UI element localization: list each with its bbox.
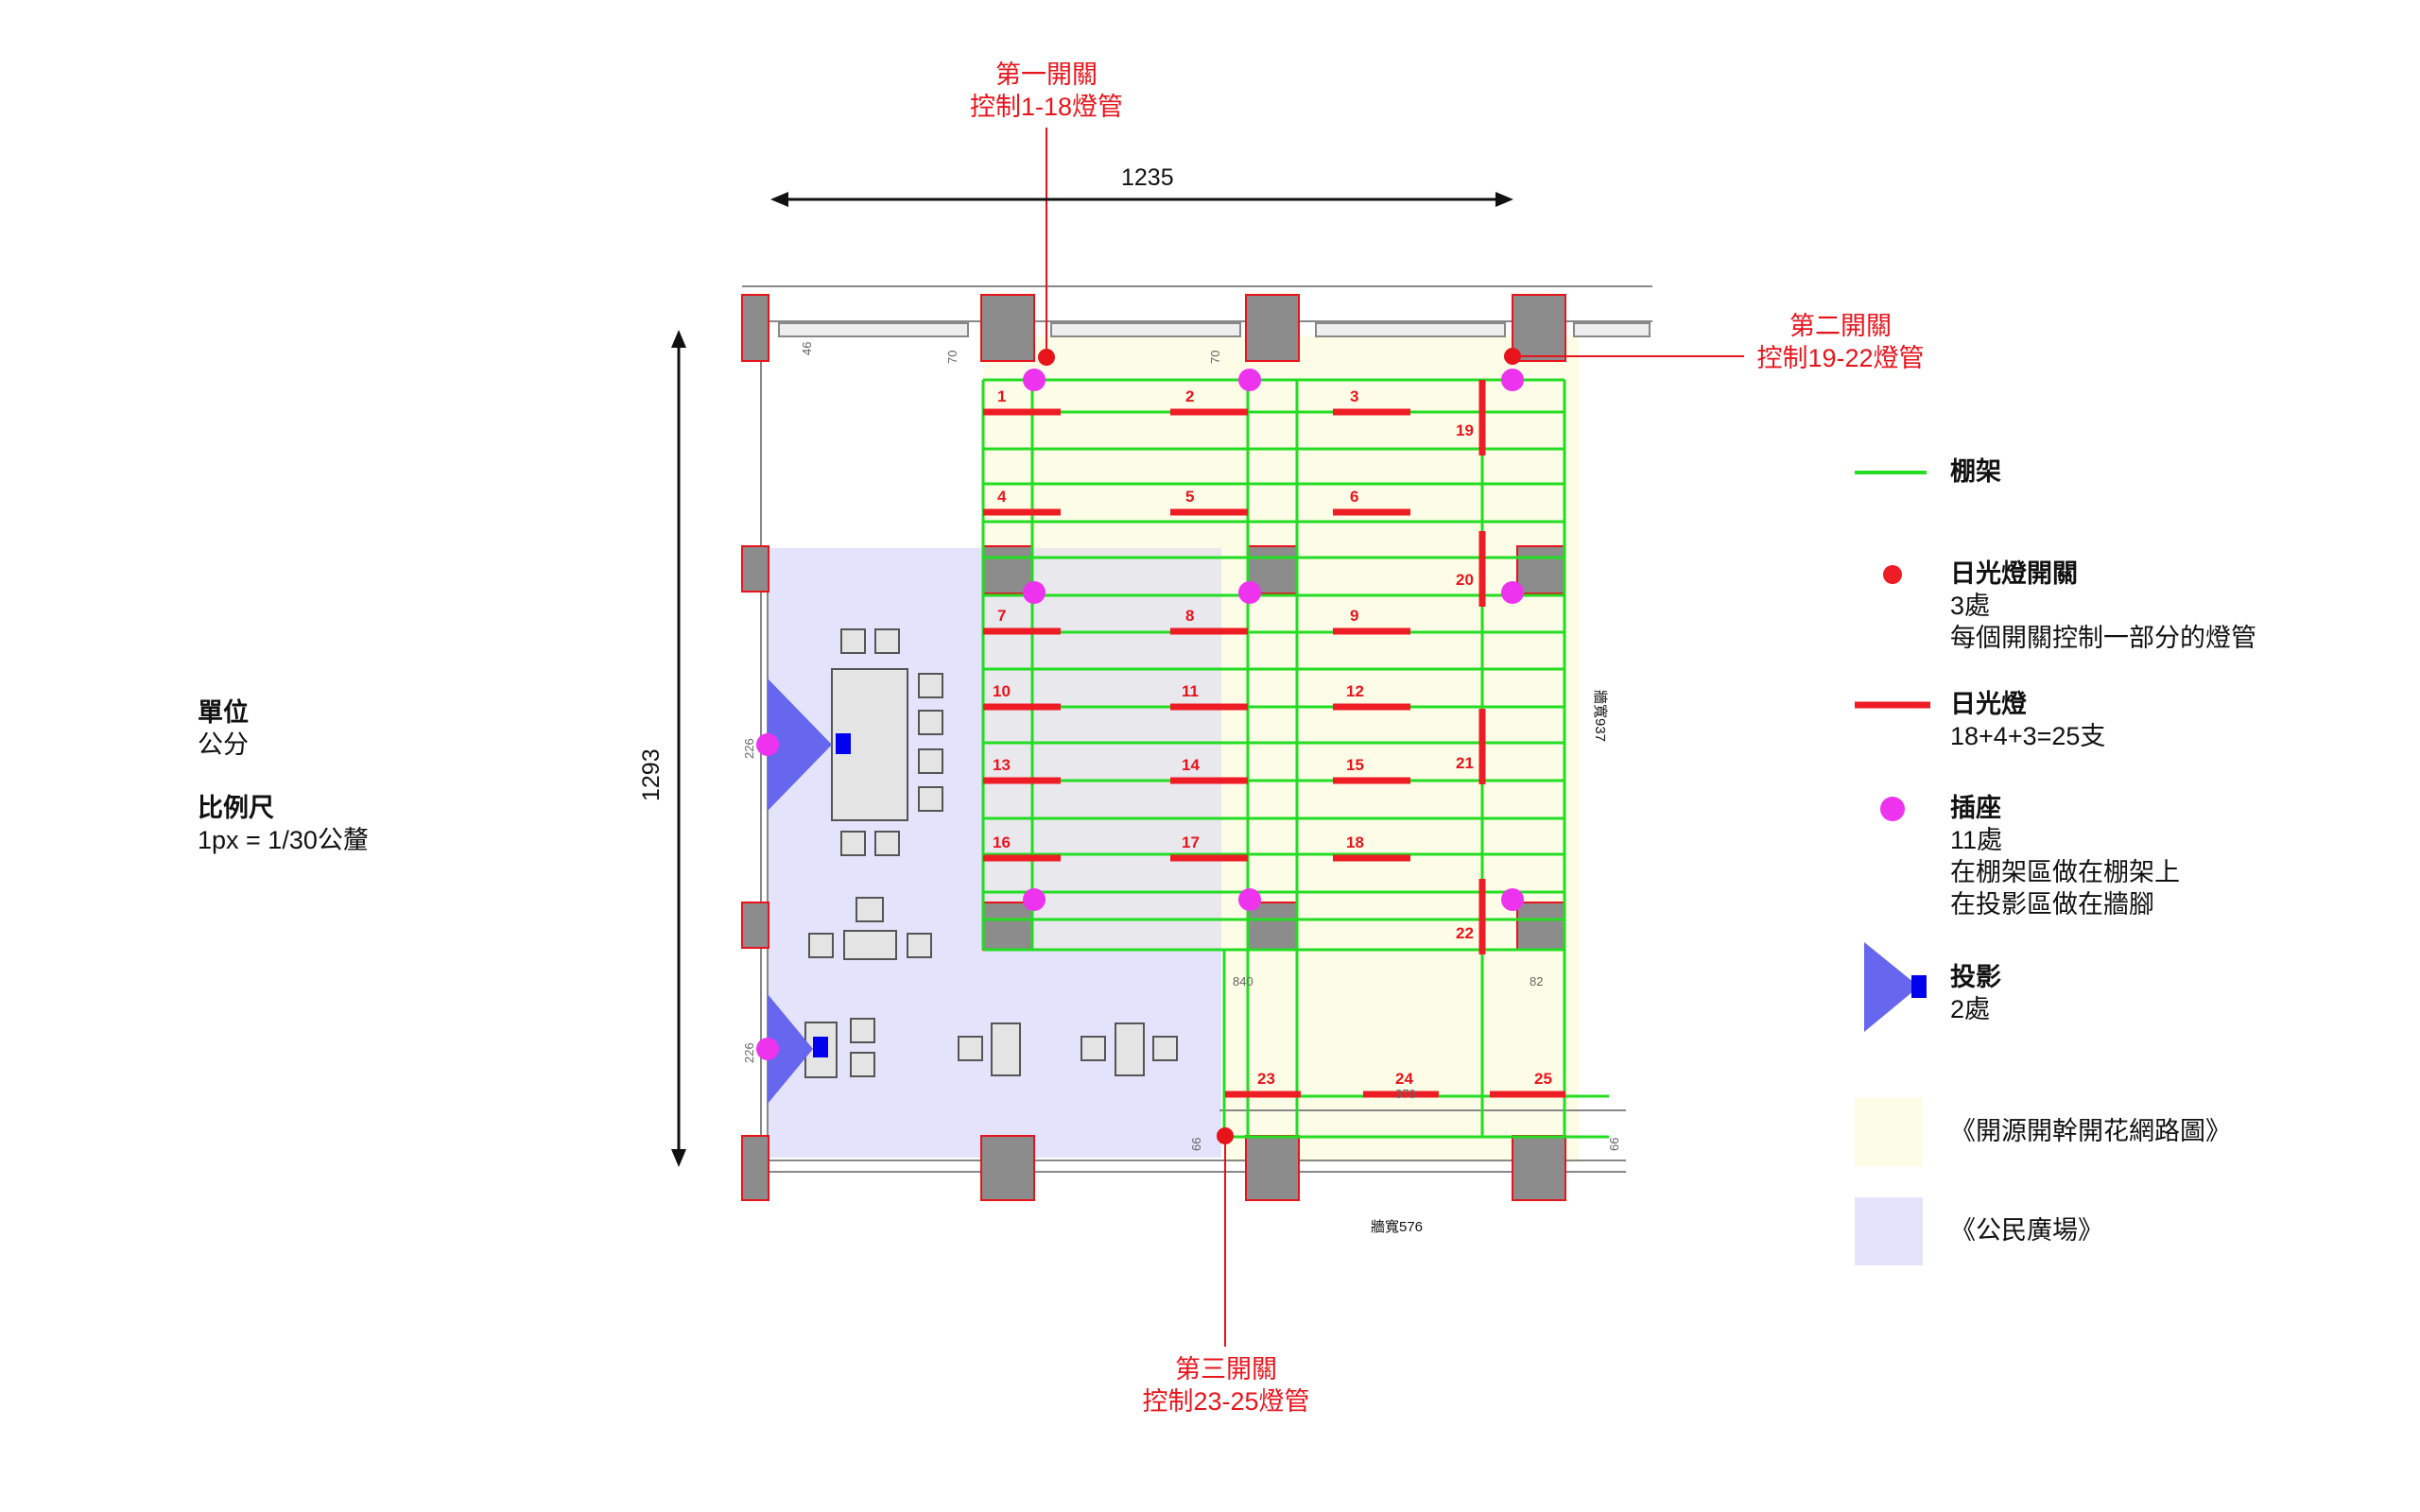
legend-projector-label: 投影: [1950, 963, 2001, 991]
light-number: 3: [1350, 387, 1358, 405]
switch-markers: [1038, 128, 1744, 1347]
switch-3-desc: 控制23-25燈管: [1142, 1387, 1310, 1416]
light-number: 6: [1350, 488, 1358, 506]
dimension-lines: [671, 192, 1513, 1167]
legend-switch-label: 日光燈開關: [1950, 559, 2078, 588]
switch-1-callout: 第一開關 控制1-18燈管: [936, 59, 1157, 123]
small-dimension: 66: [1607, 1138, 1621, 1151]
switch-2-callout: 第二開關 控制19-22燈管: [1730, 310, 1951, 374]
small-dimension: 70: [1208, 351, 1222, 364]
legend-zone-blue-label: 《公民廣場》: [1950, 1216, 2103, 1245]
light-number: 18: [1346, 833, 1364, 851]
legend-switch-line: 3處: [1950, 592, 1991, 620]
legend-switch-line: 每個開關控制一部分的燈管: [1950, 624, 2256, 652]
sockets: [756, 369, 1524, 1060]
light-number: 11: [1182, 682, 1199, 700]
small-dimension: 840: [1233, 974, 1253, 988]
shelf-grid: [981, 378, 1609, 1139]
light-number: 19: [1456, 421, 1474, 439]
switch-3-callout: 第三開關 控制23-25燈管: [1115, 1353, 1337, 1418]
light-number: 17: [1182, 833, 1200, 851]
small-dimension: 226: [742, 738, 756, 759]
legend-projector-line: 2處: [1950, 995, 1991, 1023]
projector-upper: [768, 679, 851, 811]
light-number: 14: [1182, 756, 1200, 774]
fluorescent-lights: [983, 380, 1565, 1098]
legend-socket-line: 在投影區做在牆腳: [1950, 890, 2154, 919]
light-number: 7: [997, 607, 1006, 625]
height-dimension: 1293: [638, 748, 665, 801]
legend-socket-line: 在棚架區做在棚架上: [1950, 858, 2180, 886]
light-number: 4: [997, 488, 1007, 506]
switch-1-desc: 控制1-18燈管: [969, 93, 1124, 121]
legend-light-label: 日光燈: [1950, 690, 2027, 718]
light-number: 10: [993, 682, 1011, 700]
light-number: 2: [1185, 387, 1194, 405]
switch-2-desc: 控制19-22燈管: [1756, 344, 1925, 372]
units-value: 公分: [198, 730, 249, 759]
switch-2-title: 第二開關: [1789, 312, 1892, 340]
zone-yellow-area-lower: [1224, 950, 1579, 1162]
light-number: 25: [1534, 1070, 1552, 1088]
light-number: 9: [1350, 607, 1358, 625]
light-number: 20: [1456, 571, 1474, 589]
light-number: 8: [1185, 607, 1194, 625]
light-number: 13: [993, 756, 1011, 774]
projector-icon: [1864, 942, 1927, 1032]
small-dimension: 82: [1530, 974, 1543, 988]
switch-dot-icon: [1883, 565, 1902, 584]
legend-zone-yellow-label: 《開源開幹開花網路圖》: [1950, 1117, 2231, 1145]
wall-width-right: 牆寬937: [1592, 690, 1609, 742]
scale-value: 1px = 1/30公釐: [198, 826, 369, 854]
small-dimension: 46: [800, 342, 814, 355]
wall-width-bottom: 牆寬576: [1371, 1218, 1423, 1235]
light-number: 5: [1185, 488, 1194, 506]
legend-socket-line: 11處: [1950, 826, 2003, 854]
top-wall: [742, 285, 1652, 337]
small-dimension: 66: [1189, 1138, 1203, 1151]
light-number: 23: [1257, 1070, 1275, 1088]
small-dimension: 70: [945, 351, 959, 364]
light-number: 21: [1456, 754, 1474, 772]
light-number: 15: [1346, 756, 1364, 774]
legend-light-line: 18+4+3=25支: [1950, 722, 2106, 750]
scale-title: 比例尺: [198, 794, 274, 822]
light-number: 12: [1346, 682, 1364, 700]
light-number: 1: [997, 387, 1006, 405]
legend-shelf-label: 棚架: [1950, 457, 2001, 486]
width-dimension: 1235: [1121, 164, 1174, 191]
bottom-wall: [742, 1109, 1626, 1173]
zone-blue-swatch: [1855, 1197, 1923, 1265]
shelf-line-icon: [1855, 471, 1927, 474]
switch-1-title: 第一開關: [995, 60, 1098, 89]
socket-dot-icon: [1880, 797, 1905, 821]
small-dimension: 226: [742, 1042, 756, 1063]
small-dimension: 370: [1395, 1087, 1416, 1101]
columns: [741, 294, 1566, 1201]
switch-3-title: 第三開關: [1175, 1355, 1277, 1383]
projector-lower: [768, 994, 828, 1104]
light-number: 22: [1456, 924, 1474, 942]
legend-socket-label: 插座: [1950, 794, 2001, 822]
units-title: 單位: [198, 698, 249, 727]
zone-overlap-area: [983, 548, 1221, 950]
units-block: 單位 公分 比例尺 1px = 1/30公釐: [198, 696, 369, 856]
zone-yellow-swatch: [1855, 1098, 1923, 1166]
light-number: 16: [993, 833, 1011, 851]
light-bar-icon: [1855, 701, 1930, 709]
light-number: 24: [1395, 1070, 1413, 1088]
